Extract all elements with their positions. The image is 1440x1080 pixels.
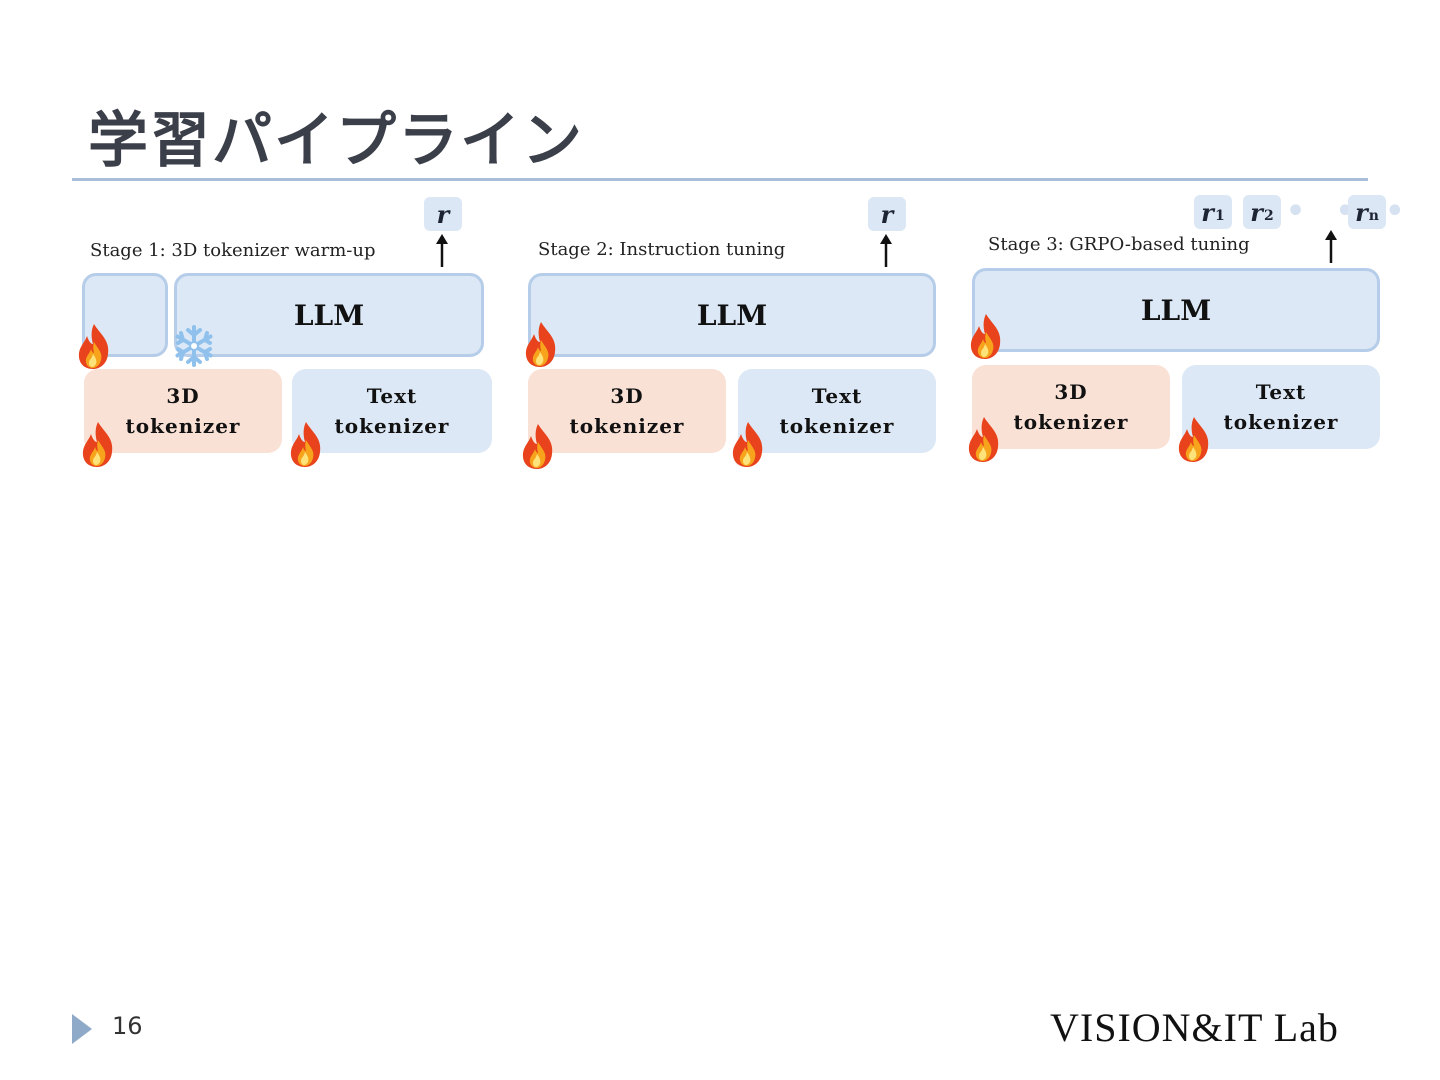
stage-3-up-arrow-icon (1325, 230, 1337, 263)
stage-1-llm-box: LLM (174, 273, 484, 357)
reward-symbol: r (1201, 197, 1214, 227)
flame-icon (1178, 417, 1209, 462)
stage-1-text-tokenizer: Text tokenizer (292, 369, 492, 453)
page-number: 16 (112, 1012, 143, 1040)
stage-1-label: Stage 1: 3D tokenizer warm-up (90, 240, 376, 261)
llm-label: LLM (696, 298, 768, 332)
lab-logo: VISION&IT Lab (1050, 1005, 1339, 1050)
flame-icon (525, 322, 556, 367)
tokenizer-line-2: tokenizer (125, 414, 241, 438)
tokenizer-line-2: tokenizer (1013, 410, 1129, 434)
llm-label: LLM (293, 298, 365, 332)
flame-icon (290, 422, 321, 467)
stage-3-text-tokenizer: Text tokenizer (1182, 365, 1380, 449)
reward-symbol: r (1250, 197, 1263, 227)
tokenizer-line-1: 3D (166, 384, 200, 408)
stage-2-reward: r (868, 197, 906, 231)
reward-symbol: r (880, 199, 894, 229)
stage-2-3d-tokenizer: 3D tokenizer (528, 369, 726, 453)
flame-icon (732, 422, 763, 467)
tokenizer-line-2: tokenizer (334, 414, 450, 438)
reward-subscript: n (1368, 208, 1379, 224)
stage-2-label: Stage 2: Instruction tuning (538, 239, 786, 260)
flame-icon (522, 424, 553, 469)
title-divider (72, 178, 1368, 181)
stage-1-3d-tokenizer: 3D tokenizer (84, 369, 282, 453)
tokenizer-line-1: Text (1255, 380, 1307, 404)
tokenizer-line-1: Text (366, 384, 418, 408)
slide-title: 学習パイプライン (88, 106, 584, 176)
stage-1-up-arrow-icon (436, 234, 448, 267)
stage-2-up-arrow-icon (880, 234, 892, 267)
flame-icon (82, 422, 113, 467)
stage-3-label: Stage 3: GRPO-based tuning (988, 234, 1250, 255)
tokenizer-line-2: tokenizer (1223, 410, 1339, 434)
flame-icon (970, 314, 1001, 359)
reward-subscript: 1 (1214, 208, 1225, 224)
footer-triangle-icon (72, 1014, 92, 1044)
reward-symbol: r (1355, 197, 1368, 227)
tokenizer-line-1: Text (811, 384, 863, 408)
stage-2-text-tokenizer: Text tokenizer (738, 369, 936, 453)
reward-subscript: 2 (1263, 208, 1274, 224)
flame-icon (968, 417, 999, 462)
reward-symbol: r (436, 199, 450, 229)
stage-2-llm-box: LLM (528, 273, 936, 357)
tokenizer-line-1: 3D (1054, 380, 1088, 404)
stage-3-3d-tokenizer: 3D tokenizer (972, 365, 1170, 449)
stage-3-llm-box: LLM (972, 268, 1380, 352)
snowflake-icon (175, 325, 213, 367)
stage-1-reward: r (424, 197, 462, 231)
llm-label: LLM (1140, 293, 1212, 327)
tokenizer-line-2: tokenizer (779, 414, 895, 438)
tokenizer-line-2: tokenizer (569, 414, 685, 438)
tokenizer-line-1: 3D (610, 384, 644, 408)
flame-icon (78, 324, 109, 369)
